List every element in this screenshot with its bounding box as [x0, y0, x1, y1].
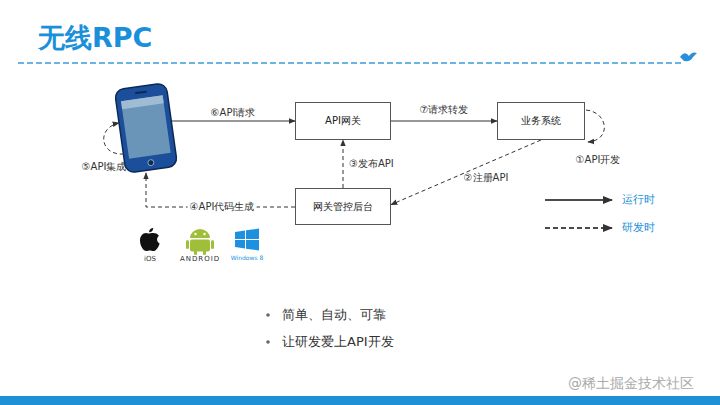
callout-label: ⑤API集成 — [82, 161, 127, 173]
windows-logo — [235, 229, 259, 251]
callout-label: ④API代码生成 — [188, 201, 257, 213]
android-eye — [194, 233, 196, 235]
ios-logo — [140, 228, 160, 251]
os-name: Windows 8 — [231, 254, 264, 261]
box-label: API网关 — [325, 114, 361, 128]
runtime-arrow — [172, 121, 295, 122]
process-box: API网关 — [295, 102, 391, 140]
android-leg — [194, 250, 197, 255]
title-rule — [18, 62, 684, 64]
phone-illustration — [114, 83, 177, 173]
phone-body — [114, 83, 177, 173]
connector — [343, 140, 344, 188]
windows-tile — [235, 231, 245, 240]
process-box: 业务系统 — [497, 102, 585, 140]
android-leg — [203, 250, 206, 255]
os-name: ANDROID — [180, 255, 220, 263]
bird-icon — [680, 52, 697, 61]
os-name: iOS — [144, 255, 156, 263]
legend-sample — [545, 227, 612, 229]
windows-tile — [246, 240, 259, 251]
windows-tile — [235, 240, 245, 249]
box-label: 业务系统 — [521, 114, 561, 128]
loop-arrow — [104, 123, 124, 154]
legend-sample — [545, 199, 612, 201]
phone-speaker — [135, 91, 147, 95]
apple-body — [140, 233, 160, 251]
edge-label: ②注册API — [464, 172, 509, 184]
bullet-dot — [266, 340, 270, 344]
legend-text: 运行时 — [622, 193, 655, 206]
phone-button — [147, 159, 154, 166]
bottom-bar — [0, 396, 720, 405]
windows-tile — [246, 229, 259, 240]
edge-label: ⑦请求转发 — [420, 104, 469, 116]
edge-label: ③发布API — [349, 158, 394, 170]
slide-title: 无线RPC — [38, 22, 152, 54]
phone-status-bar — [121, 95, 164, 109]
bullet-text: 让研发爱上API开发 — [282, 334, 394, 350]
box-label: 网关管控后台 — [313, 200, 373, 214]
phone-screen — [121, 95, 171, 158]
android-body — [190, 240, 210, 252]
callout-label: ①API开发 — [576, 154, 621, 166]
connector — [391, 121, 497, 122]
loop-arrow — [586, 110, 604, 142]
bullet-text: 简单、自动、可靠 — [282, 307, 386, 323]
apple-leaf — [149, 228, 153, 232]
android-arm — [186, 240, 189, 249]
legend-text: 研发时 — [622, 221, 655, 234]
bullet-dot — [266, 313, 270, 317]
callout-label: ⑥API请求 — [211, 107, 256, 119]
connector — [391, 140, 541, 205]
watermark: @稀土掘金技术社区 — [568, 375, 694, 392]
android-head — [190, 229, 210, 238]
process-box: 网关管控后台 — [295, 188, 391, 225]
android-arm — [211, 240, 214, 249]
android-eye — [203, 233, 205, 235]
android-logo — [186, 229, 214, 255]
